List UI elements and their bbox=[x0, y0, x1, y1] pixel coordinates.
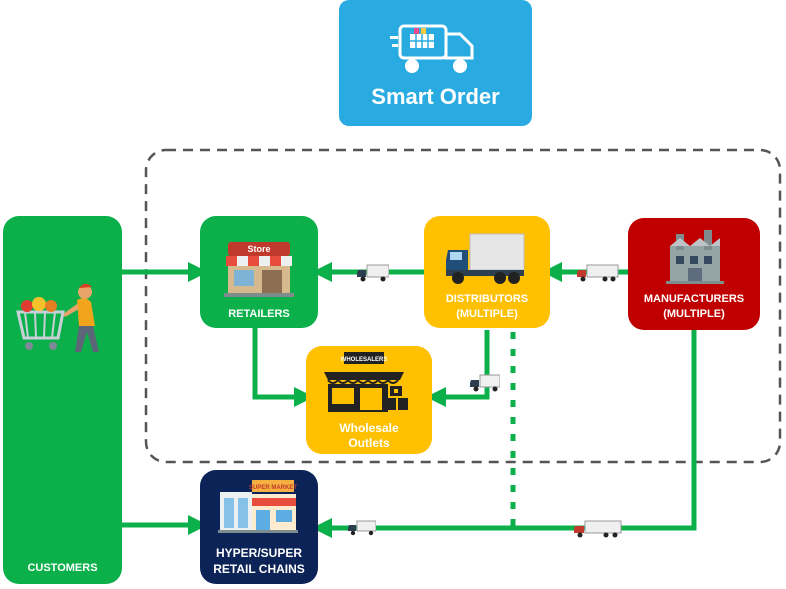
cargo-truck-icon bbox=[446, 233, 525, 284]
truck-to-hyper-chains-icon bbox=[348, 520, 376, 536]
hyper-retail-chains-box: SUPER MARKET HYPER/SUPER RETAIL CHAINS bbox=[200, 470, 318, 584]
retailers-box: Store RETAILERS bbox=[200, 216, 318, 328]
truck-manufacturer-to-distributor-icon bbox=[577, 264, 619, 282]
wholesale-sign: WHOLESALERS bbox=[341, 357, 388, 363]
smart-order-box: Smart Order bbox=[339, 0, 532, 126]
truck-distributor-to-wholesale-icon bbox=[470, 374, 500, 392]
retailers-label: RETAILERS bbox=[228, 308, 290, 320]
wholesale-label-line1: Wholesale bbox=[339, 421, 399, 435]
delivery-truck-icon bbox=[390, 24, 474, 73]
supermarket-sign: SUPER MARKET bbox=[249, 485, 297, 491]
truck-manufacturer-to-hyper-icon bbox=[574, 520, 622, 538]
manufacturers-label-line2: (MULTIPLE) bbox=[663, 308, 725, 320]
distributors-label-line1: DISTRIBUTORS bbox=[445, 293, 529, 305]
wholesale-outlets-box: WHOLESALERS Wholesale Outlets bbox=[306, 346, 432, 454]
manufacturers-label-line1: MANUFACTURERS bbox=[643, 293, 745, 305]
truck-distributor-to-retailer-icon bbox=[357, 264, 389, 282]
store-sign: Store bbox=[247, 244, 270, 254]
hyper-label-line2: RETAIL CHAINS bbox=[213, 562, 305, 576]
distributors-label-line2: (MULTIPLE) bbox=[456, 308, 518, 320]
wholesale-label-line2: Outlets bbox=[348, 436, 390, 450]
distributors-box: DISTRIBUTORS (MULTIPLE) bbox=[424, 216, 550, 328]
shopping-cart-customer-icon bbox=[16, 283, 99, 352]
customers-label: CUSTOMERS bbox=[27, 562, 98, 574]
supermarket-icon: SUPER MARKET bbox=[218, 480, 298, 533]
manufacturers-box: MANUFACTURERS (MULTIPLE) bbox=[628, 218, 760, 330]
wholesale-shop-icon: WHOLESALERS bbox=[324, 352, 408, 412]
store-icon: Store bbox=[224, 242, 294, 297]
customers-box: CUSTOMERS bbox=[3, 216, 122, 584]
factory-icon bbox=[666, 230, 724, 284]
smart-order-title: Smart Order bbox=[371, 84, 500, 109]
hyper-label-line1: HYPER/SUPER bbox=[215, 546, 303, 560]
